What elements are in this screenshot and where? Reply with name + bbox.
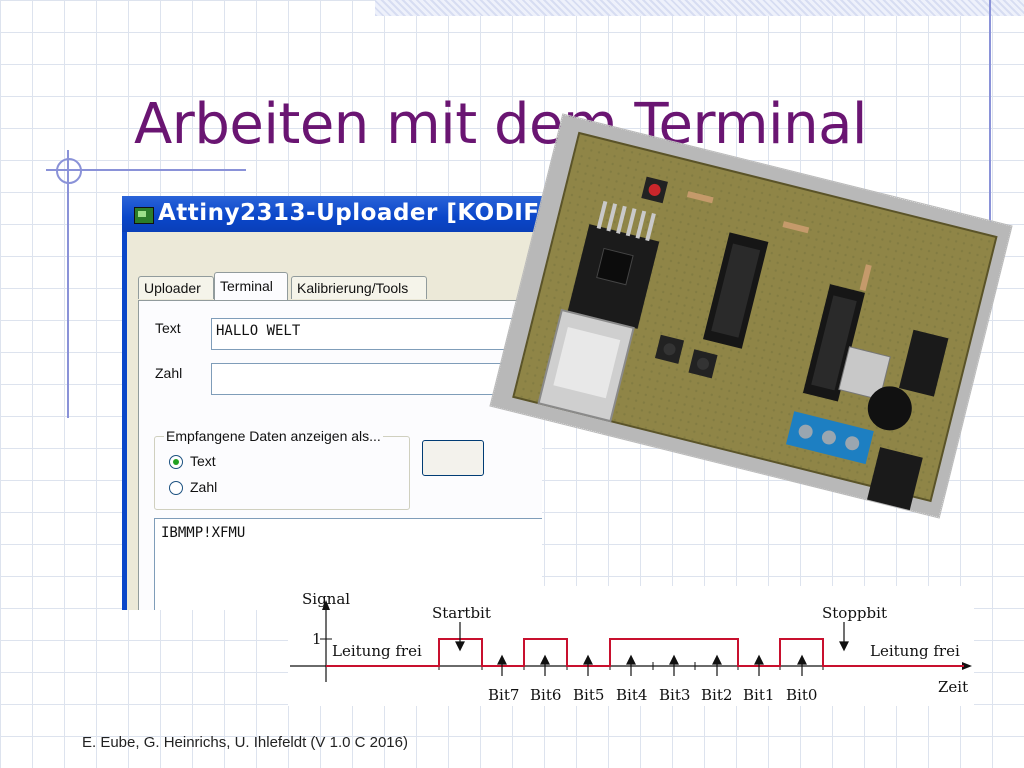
startbit-label: Startbit — [432, 604, 491, 622]
number-input[interactable] — [211, 363, 542, 395]
tab-kalibrierung-tools[interactable]: Kalibrierung/Tools — [291, 276, 427, 299]
radio-text-label: Text — [190, 453, 216, 469]
slide-footer: E. Eube, G. Heinrichs, U. Ihlefeldt (V 1… — [82, 734, 408, 751]
y-tick-label: 1 — [312, 630, 322, 648]
x-axis-label: Zeit — [938, 678, 968, 696]
decorative-circle — [56, 158, 82, 184]
bit-arrows — [455, 622, 849, 676]
bit-label: Bit6 — [530, 686, 561, 704]
pcb-photo — [490, 114, 1012, 518]
app-icon — [134, 207, 154, 224]
decorative-line — [989, 0, 991, 268]
text-input[interactable]: HALLO WELT — [211, 318, 542, 350]
decorative-line — [46, 169, 246, 171]
text-label: Text — [155, 320, 181, 336]
bit-label: Bit4 — [616, 686, 647, 704]
pcb-illustration — [490, 114, 1012, 518]
tab-uploader[interactable]: Uploader — [138, 276, 214, 299]
x-axis-arrow — [962, 662, 972, 670]
bit-label: Bit2 — [701, 686, 732, 704]
bit-label: Bit5 — [573, 686, 604, 704]
decorative-line — [67, 150, 69, 418]
tab-terminal[interactable]: Terminal — [214, 272, 288, 300]
idle-label-right: Leitung frei — [870, 642, 960, 660]
y-axis-arrow — [322, 600, 330, 610]
y-axis-label: Signal — [302, 590, 350, 608]
stoppbit-label: Stoppbit — [822, 604, 887, 622]
send-button[interactable] — [422, 440, 484, 476]
signal-diagram-svg: Signal 1 Zeit Startbit Stoppbit Leitung … — [290, 590, 972, 704]
bit-label: Bit7 — [488, 686, 519, 704]
window-border — [122, 232, 127, 610]
radio-text[interactable] — [169, 455, 183, 469]
group-title: Empfangene Daten anzeigen als... — [164, 428, 383, 444]
number-label: Zahl — [155, 365, 183, 381]
radio-number-label: Zahl — [190, 479, 218, 495]
display-mode-group — [154, 436, 410, 510]
window-titlebar[interactable]: Attiny2313-Uploader [KODIF — [122, 196, 542, 232]
slide-title: Arbeiten mit dem Terminal — [134, 92, 867, 157]
bit-label: Bit0 — [786, 686, 817, 704]
signal-diagram: Signal 1 Zeit Startbit Stoppbit Leitung … — [288, 586, 974, 706]
bit-label: Bit3 — [659, 686, 690, 704]
idle-label-left: Leitung frei — [332, 642, 422, 660]
radio-number[interactable] — [169, 481, 183, 495]
window-title: Attiny2313-Uploader [KODIF — [158, 200, 540, 226]
uploader-window: Attiny2313-Uploader [KODIF Uploader Term… — [122, 196, 542, 610]
bit-label: Bit1 — [743, 686, 774, 704]
decorative-band — [375, 0, 1024, 16]
